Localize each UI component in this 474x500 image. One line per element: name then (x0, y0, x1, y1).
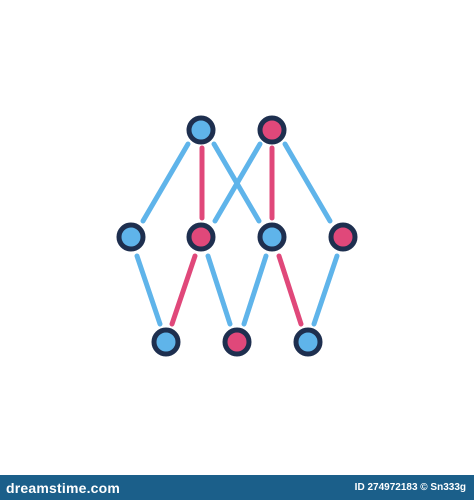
edge-tr-m2 (212, 141, 263, 224)
edge-m1-b1 (134, 253, 163, 327)
image-id-credit: ID 274972183 © Sn333g (354, 482, 466, 493)
edge-m3-b2 (241, 253, 269, 327)
dreamstime-logo: dreamstime.com (6, 479, 121, 496)
node-bottom-1 (151, 327, 181, 357)
node-bottom-3 (293, 327, 323, 357)
edge-tl-m1 (140, 141, 191, 224)
edge-m3-b3 (276, 253, 304, 327)
node-mid-1 (116, 222, 146, 252)
watermark-footer: dreamstime.com ID 274972183 © Sn333g (0, 475, 474, 500)
node-mid-4 (328, 222, 358, 252)
node-top-left (186, 115, 216, 145)
node-mid-3 (257, 222, 287, 252)
node-bottom-2 (222, 327, 252, 357)
edge-tr-m4 (282, 141, 333, 224)
edge-m2-b1 (169, 253, 198, 327)
node-top-right (257, 115, 287, 145)
edge-m2-b2 (205, 253, 233, 327)
node-mid-2 (186, 222, 216, 252)
network-diagram-icon (116, 115, 358, 357)
edge-m4-b3 (311, 253, 340, 327)
